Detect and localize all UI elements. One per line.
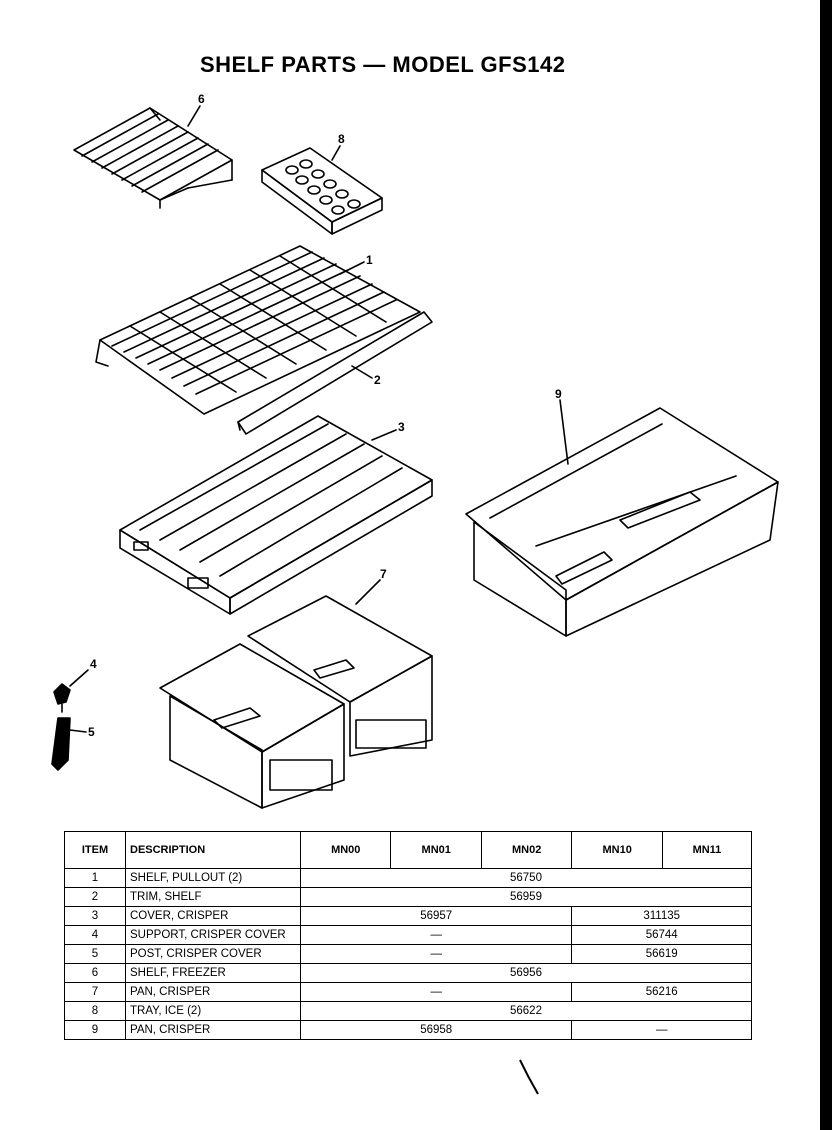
ice-tray-illustration: [261, 147, 383, 235]
header-mn10: MN10: [571, 831, 663, 869]
crisper-cover-support-illustration: [53, 683, 71, 713]
row-description: PAN, CRISPER: [125, 982, 301, 1002]
row-item: 8: [64, 1001, 126, 1021]
callout-6: 6: [198, 92, 205, 106]
row-part-number-mn10-mn11: 56744: [571, 925, 752, 945]
row-part-number-mn00-mn02: —: [299, 925, 573, 945]
row-item: 9: [64, 1020, 126, 1040]
row-item: 7: [64, 982, 126, 1002]
table-row: 7 PAN, CRISPER — 56216: [64, 982, 752, 1002]
row-part-number-mn10-mn11: 56619: [571, 944, 752, 964]
row-part-number: 56622: [300, 1001, 752, 1021]
callout-5: 5: [88, 725, 95, 739]
table-row: 3 COVER, CRISPER 56957 311135: [64, 906, 752, 926]
callout-7: 7: [380, 567, 387, 581]
pullout-shelf-illustration: [95, 245, 421, 415]
row-part-number-mn10-mn11: 311135: [571, 906, 752, 926]
pen-stroke-mark: [519, 1059, 539, 1095]
row-description: SHELF, FREEZER: [125, 963, 301, 983]
table-row: 2 TRIM, SHELF 56959: [64, 887, 752, 907]
table-header-row: ITEM DESCRIPTION MN00 MN01 MN02 MN10 MN1…: [64, 831, 753, 869]
row-description: SHELF, PULLOUT (2): [125, 868, 301, 888]
freezer-shelf-illustration: [73, 107, 233, 209]
header-mn02: MN02: [480, 831, 573, 869]
header-mn01: MN01: [390, 831, 482, 869]
row-part-number-mn00-mn02: 56958: [299, 1020, 573, 1040]
header-item: ITEM: [64, 831, 126, 869]
callout-1: 1: [366, 253, 373, 267]
row-description: TRIM, SHELF: [125, 887, 301, 907]
table-row: 5 POST, CRISPER COVER — 56619: [64, 944, 752, 964]
callout-9: 9: [555, 387, 562, 401]
crisper-pans-pair-illustration: [159, 595, 433, 809]
row-part-number: 56956: [300, 963, 752, 983]
callout-3: 3: [398, 420, 405, 434]
table-row: 6 SHELF, FREEZER 56956: [64, 963, 752, 983]
row-description: SUPPORT, CRISPER COVER: [125, 925, 301, 945]
row-description: PAN, CRISPER: [125, 1020, 301, 1040]
row-part-number: 56750: [300, 868, 752, 888]
table-row: 1 SHELF, PULLOUT (2) 56750: [64, 868, 752, 888]
header-mn11: MN11: [661, 831, 753, 869]
table-row: 4 SUPPORT, CRISPER COVER — 56744: [64, 925, 752, 945]
callout-4: 4: [90, 657, 97, 671]
parts-table: ITEM DESCRIPTION MN00 MN01 MN02 MN10 MN1…: [64, 831, 753, 1040]
crisper-pan-large-illustration: [465, 407, 779, 637]
page-title: SHELF PARTS — MODEL GFS142: [200, 52, 566, 77]
exploded-parts-drawing: 6 8 1 2: [51, 92, 779, 809]
row-description: POST, CRISPER COVER: [125, 944, 301, 964]
row-part-number-mn00-mn02: —: [299, 982, 573, 1002]
row-part-number-mn10-mn11: 56216: [571, 982, 752, 1002]
row-item: 6: [64, 963, 126, 983]
crisper-cover-illustration: [119, 415, 433, 615]
table-row: 8 TRAY, ICE (2) 56622: [64, 1001, 752, 1021]
row-item: 4: [64, 925, 126, 945]
row-item: 3: [64, 906, 126, 926]
row-part-number-mn00-mn02: 56957: [299, 906, 573, 926]
header-mn00: MN00: [299, 831, 392, 869]
row-part-number: 56959: [300, 887, 752, 907]
header-description: DESCRIPTION: [125, 831, 301, 869]
row-description: TRAY, ICE (2): [125, 1001, 301, 1021]
row-description: COVER, CRISPER: [125, 906, 301, 926]
callout-8: 8: [338, 132, 345, 146]
shelf-trim-illustration: [237, 311, 433, 435]
row-part-number-mn10-mn11: —: [571, 1020, 752, 1040]
row-part-number-mn00-mn02: —: [299, 944, 573, 964]
row-item: 1: [64, 868, 126, 888]
scan-edge: [820, 0, 832, 1130]
table-row: 9 PAN, CRISPER 56958 —: [64, 1020, 752, 1040]
callout-2: 2: [374, 373, 381, 387]
row-item: 2: [64, 887, 126, 907]
row-item: 5: [64, 944, 126, 964]
crisper-cover-post-illustration: [51, 717, 71, 771]
